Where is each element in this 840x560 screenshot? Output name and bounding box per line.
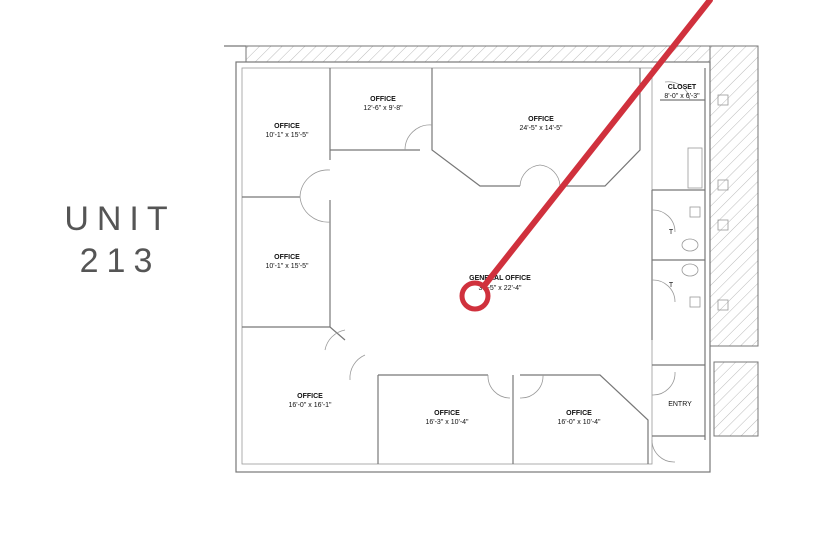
room-name: OFFICE [566, 410, 592, 417]
room-name: CLOSET [668, 84, 697, 91]
room-office-3: OFFICE 24'-5" x 14'-5" [519, 116, 563, 132]
room-office-6: OFFICE 16'-3" x 10'-4" [425, 410, 469, 426]
toilet-label: T [669, 282, 674, 289]
marker-line [481, 0, 713, 289]
room-office-5: OFFICE 16'-0" x 16'-1" [288, 393, 332, 409]
entry-label: ENTRY [668, 401, 692, 408]
room-office-7: OFFICE 16'-0" x 10'-4" [557, 410, 601, 426]
right-wall [709, 45, 759, 347]
room-size: 24'-5" x 14'-5" [519, 125, 563, 132]
room-size: 16'-0" x 10'-4" [557, 419, 601, 426]
room-size: 38'-5" x 22'-4" [478, 285, 522, 292]
room-general-office: GENERAL OFFICE 38'-5" x 22'-4" [469, 275, 531, 292]
room-name: OFFICE [297, 393, 323, 400]
room-size: 12'-6" x 9'-8" [363, 105, 403, 112]
toilet-label: T [669, 229, 674, 236]
marker-circle [459, 280, 491, 312]
walls [235, 61, 729, 473]
room-size: 16'-0" x 16'-1" [288, 402, 332, 409]
right-wall-lower [713, 361, 759, 437]
room-office-2: OFFICE 12'-6" x 9'-8" [363, 96, 403, 112]
unit-label-line1: UNIT [64, 200, 176, 238]
top-wall [245, 45, 711, 63]
room-name: OFFICE [274, 254, 300, 261]
room-office-1: OFFICE 10'-1" x 15'-5" [265, 123, 309, 139]
room-name: GENERAL OFFICE [469, 275, 531, 282]
room-office-4: OFFICE 10'-1" x 15'-5" [265, 254, 309, 270]
room-size: 10'-1" x 15'-5" [265, 132, 309, 139]
room-size: 8'-0" x 6'-3" [664, 93, 700, 100]
room-name: OFFICE [274, 123, 300, 130]
room-name: OFFICE [434, 410, 460, 417]
room-name: OFFICE [370, 96, 396, 103]
room-name: OFFICE [528, 116, 554, 123]
location-marker [459, 0, 713, 312]
room-size: 10'-1" x 15'-5" [265, 263, 309, 270]
room-size: 16'-3" x 10'-4" [425, 419, 469, 426]
unit-number: 213 [79, 242, 161, 280]
room-closet: CLOSET 8'-0" x 6'-3" [664, 84, 700, 100]
